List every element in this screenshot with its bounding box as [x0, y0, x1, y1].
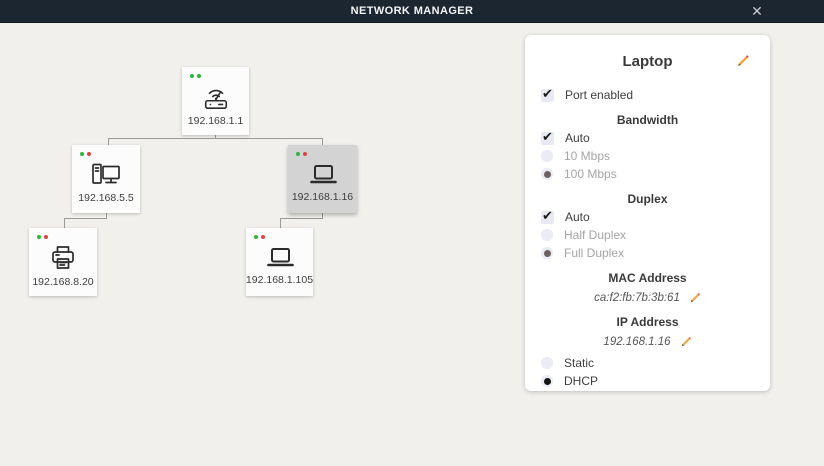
status-dots — [296, 152, 307, 156]
status-dot-green — [254, 235, 258, 239]
status-dot-red — [261, 235, 265, 239]
node-laptop-105[interactable]: 192.168.1.105 — [246, 228, 313, 296]
duplex-full-row[interactable]: Full Duplex — [525, 244, 770, 262]
node-desktop[interactable]: 192.168.5.5 — [72, 145, 140, 213]
ip-address-header: IP Address — [616, 315, 679, 329]
status-dot-red — [303, 152, 307, 156]
ip-dhcp-row[interactable]: DHCP — [525, 372, 770, 390]
port-enabled-checkbox-row[interactable]: Port enabled — [525, 86, 770, 104]
node-printer[interactable]: 192.168.8.20 — [29, 228, 97, 296]
titlebar: NETWORK MANAGER ✕ — [0, 0, 824, 23]
bandwidth-10mbps-row[interactable]: 10 Mbps — [525, 147, 770, 165]
ip-static-radio[interactable] — [541, 357, 553, 369]
duplex-auto-checkbox[interactable] — [541, 208, 554, 224]
duplex-half-row[interactable]: Half Duplex — [525, 226, 770, 244]
connector-printer-v — [64, 218, 65, 229]
connector-printer-h — [64, 218, 107, 219]
ip-dhcp-radio[interactable] — [541, 375, 553, 387]
status-dot-green — [197, 74, 201, 78]
bandwidth-auto-row[interactable]: Auto — [525, 129, 770, 147]
close-icon[interactable]: ✕ — [751, 2, 763, 19]
mac-address-header: MAC Address — [608, 271, 687, 285]
connector-desktop-v — [108, 138, 109, 146]
ip-address-row: 192.168.1.16 — [525, 333, 770, 350]
connector-desktop-stub — [106, 213, 107, 219]
printer-icon — [48, 244, 78, 272]
duplex-section-header: Duplex — [627, 192, 668, 206]
edit-mac-pencil-icon[interactable] — [689, 292, 701, 304]
mac-address-row: ca:f2:fb:7b:3b:61 — [525, 289, 770, 306]
laptop-icon — [264, 246, 296, 270]
desktop-icon — [90, 162, 122, 188]
port-enabled-checkbox[interactable] — [541, 86, 554, 102]
mac-address-value: ca:f2:fb:7b:3b:61 — [594, 291, 680, 304]
status-dot-red — [44, 235, 48, 239]
connector-level1-h — [108, 138, 323, 139]
connector-root-stub — [215, 135, 216, 139]
port-enabled-label: Port enabled — [565, 88, 634, 102]
status-dots — [80, 152, 91, 156]
laptop-icon — [307, 163, 339, 187]
ip-address-value: 192.168.1.16 — [603, 335, 671, 348]
connector-laptop-v — [322, 138, 323, 146]
status-dots — [190, 74, 201, 78]
node-ip-label: 192.168.8.20 — [32, 276, 94, 288]
node-ip-label: 192.168.1.1 — [187, 115, 244, 127]
status-dot-green — [296, 152, 300, 156]
node-router[interactable]: 192.168.1.1 — [182, 67, 249, 135]
device-title: Laptop — [622, 53, 673, 70]
status-dots — [37, 235, 48, 239]
duplex-auto-row[interactable]: Auto — [525, 208, 770, 226]
status-dots — [254, 235, 265, 239]
bandwidth-10mbps-radio[interactable] — [541, 150, 553, 162]
node-ip-label: 192.168.1.105 — [245, 274, 314, 286]
connector-laptop2-v — [280, 218, 281, 229]
device-details-panel: Laptop Port enabled Bandwidth Auto 10 Mb… — [525, 35, 770, 391]
router-icon — [199, 83, 233, 111]
bandwidth-100mbps-radio[interactable] — [541, 168, 553, 180]
connector-selected-stub — [322, 213, 323, 219]
bandwidth-section-header: Bandwidth — [616, 113, 679, 127]
node-ip-label: 192.168.1.16 — [291, 191, 354, 203]
edit-name-pencil-icon[interactable] — [736, 54, 750, 68]
connector-laptop2-h — [280, 218, 323, 219]
status-dot-green — [80, 152, 84, 156]
status-dot-green — [190, 74, 194, 78]
network-topology-canvas: 192.168.1.1 192.168.5.5 192.168.1.16 — [0, 22, 824, 466]
ip-static-row[interactable]: Static — [525, 354, 770, 372]
status-dot-red — [87, 152, 91, 156]
app-title: NETWORK MANAGER — [350, 5, 474, 17]
node-ip-label: 192.168.5.5 — [78, 192, 134, 204]
panel-header: Laptop — [525, 53, 770, 73]
node-laptop-selected[interactable]: 192.168.1.16 — [288, 145, 357, 213]
bandwidth-100mbps-row[interactable]: 100 Mbps — [525, 165, 770, 183]
status-dot-green — [37, 235, 41, 239]
edit-ip-pencil-icon[interactable] — [680, 336, 692, 348]
duplex-full-radio[interactable] — [541, 247, 553, 259]
bandwidth-auto-checkbox[interactable] — [541, 129, 554, 145]
duplex-half-radio[interactable] — [541, 229, 553, 241]
